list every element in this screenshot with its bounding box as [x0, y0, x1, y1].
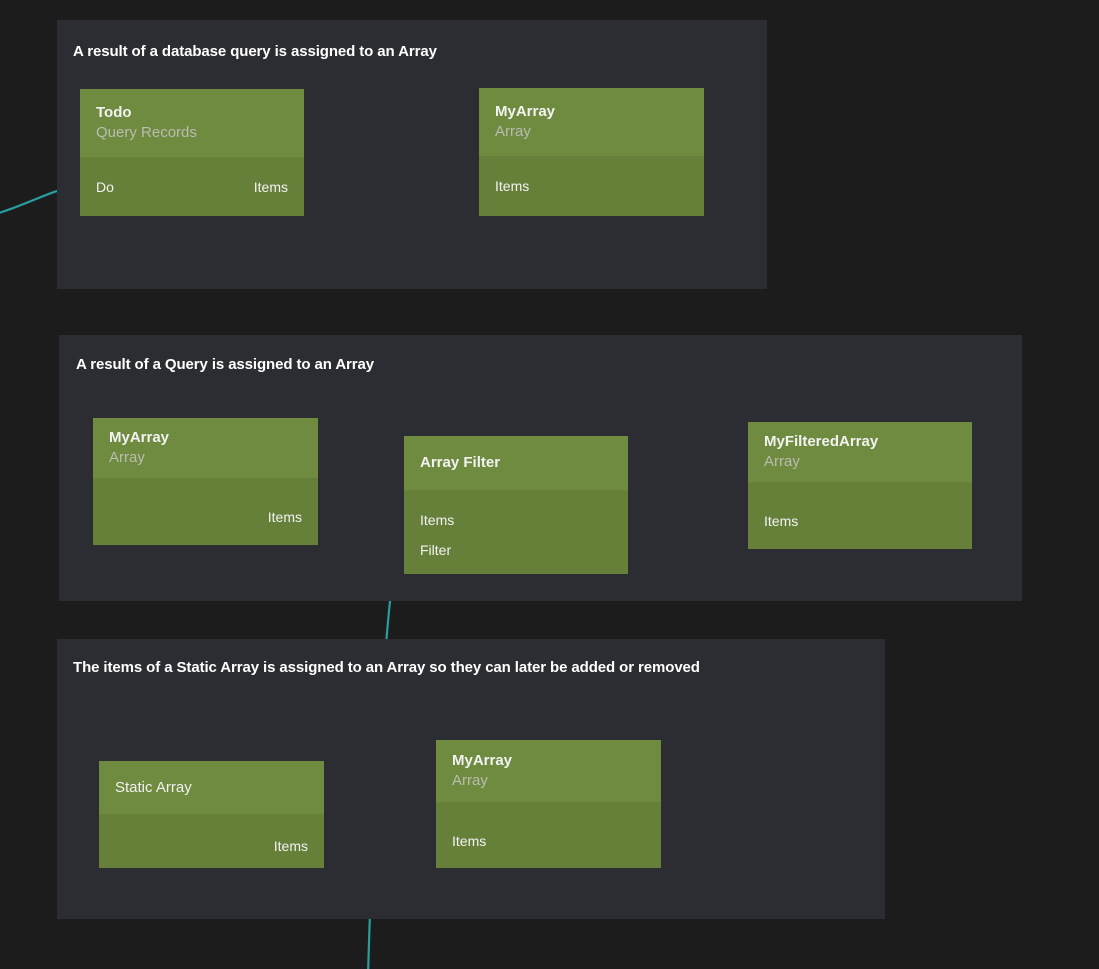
- node-myarray-2-header: MyArray Array: [93, 418, 318, 478]
- node-myarray-1-body: Items: [479, 156, 704, 216]
- node-array-filter-header: Array Filter: [404, 436, 628, 490]
- node-myfilteredarray-body: Items: [748, 482, 972, 549]
- port-myarray-1-items[interactable]: Items: [495, 178, 530, 194]
- node-array-filter[interactable]: Array Filter Items Filter: [404, 436, 628, 574]
- port-todo-items[interactable]: Items: [253, 179, 288, 195]
- node-myarray-3-title: MyArray: [452, 752, 513, 769]
- node-myarray-3-body: Items: [436, 802, 661, 868]
- node-static-array-header: Static Array: [99, 761, 324, 814]
- port-myfilteredarray-items[interactable]: Items: [764, 513, 799, 529]
- node-todo-body: Do Items: [80, 157, 304, 216]
- node-todo-subtitle: Query Records: [96, 124, 197, 141]
- node-myfilteredarray-title: MyFilteredArray: [764, 433, 879, 450]
- node-myarray-3-header: MyArray Array: [436, 740, 661, 802]
- node-array-filter-body: Items Filter: [404, 490, 628, 574]
- node-myfilteredarray[interactable]: MyFilteredArray Array Items: [748, 422, 972, 549]
- node-myarray-3-subtitle: Array: [452, 772, 488, 789]
- node-todo-header: Todo Query Records: [80, 89, 304, 157]
- panel-title-database-query: A result of a database query is assigned…: [73, 43, 437, 60]
- node-todo-title: Todo: [96, 104, 132, 121]
- node-myarray-2[interactable]: MyArray Array Items: [93, 418, 318, 545]
- node-myarray-1-header: MyArray Array: [479, 88, 704, 156]
- port-array-filter-filter[interactable]: Filter: [420, 542, 452, 558]
- port-todo-do[interactable]: Do: [96, 179, 114, 195]
- port-array-filter-items[interactable]: Items: [420, 512, 455, 528]
- node-myarray-3[interactable]: MyArray Array Items: [436, 740, 661, 868]
- node-myarray-2-title: MyArray: [109, 429, 170, 446]
- node-myarray-2-body: Items: [93, 478, 318, 545]
- node-myfilteredarray-header: MyFilteredArray Array: [748, 422, 972, 482]
- node-todo[interactable]: Todo Query Records Do Items: [80, 89, 304, 216]
- node-myarray-1[interactable]: MyArray Array Items: [479, 88, 704, 216]
- node-static-array-body: Items: [99, 814, 324, 868]
- port-static-array-items[interactable]: Items: [273, 838, 308, 854]
- node-myarray-2-subtitle: Array: [109, 449, 145, 466]
- panel-title-query-result: A result of a Query is assigned to an Ar…: [76, 356, 375, 373]
- node-array-filter-title: Array Filter: [420, 454, 501, 471]
- port-myarray-3-items[interactable]: Items: [452, 833, 487, 849]
- port-myarray-2-items[interactable]: Items: [267, 509, 302, 525]
- panel-title-static-array: The items of a Static Array is assigned …: [73, 659, 700, 676]
- node-myfilteredarray-subtitle: Array: [764, 453, 800, 470]
- node-myarray-1-subtitle: Array: [495, 123, 531, 140]
- node-static-array[interactable]: Static Array Items: [99, 761, 324, 868]
- node-static-array-title: Static Array: [115, 778, 192, 796]
- node-myarray-1-title: MyArray: [495, 103, 556, 120]
